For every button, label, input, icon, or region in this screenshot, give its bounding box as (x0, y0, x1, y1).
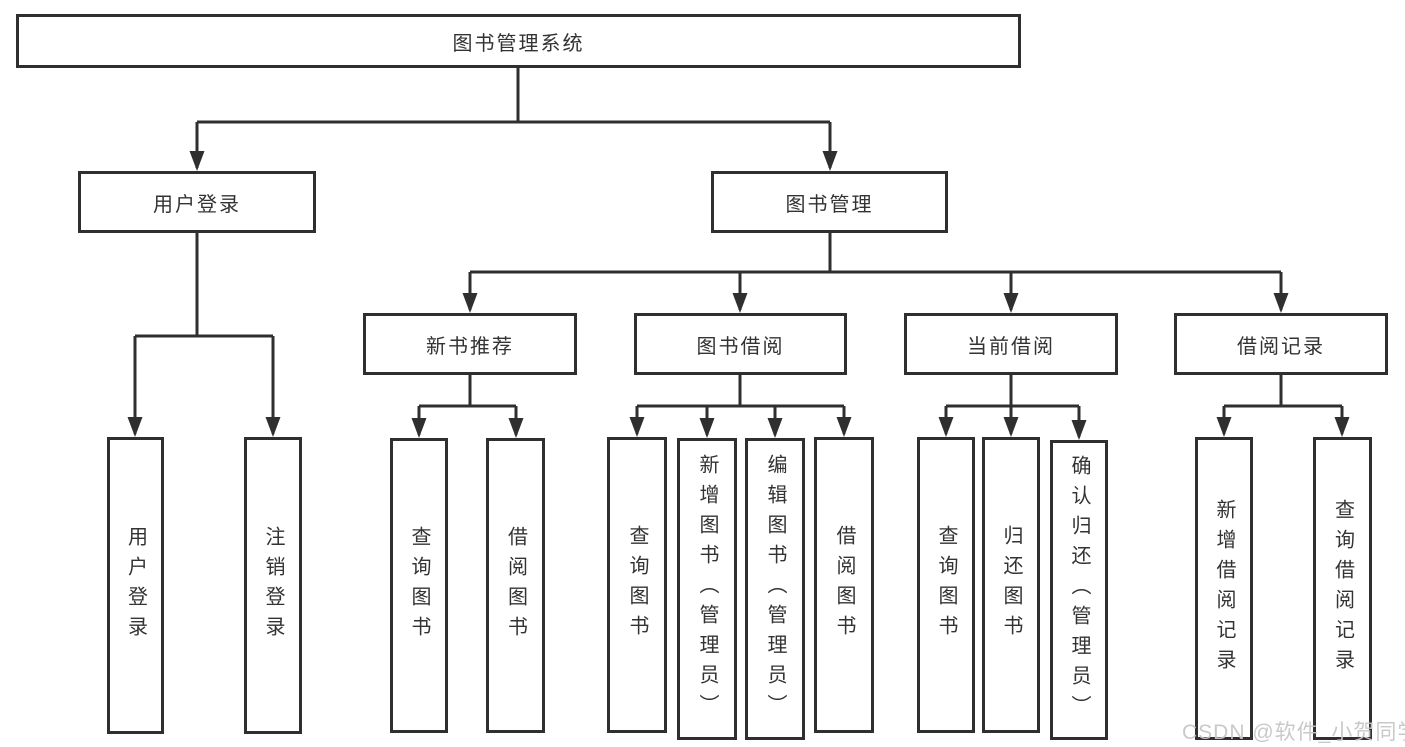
leaf-query-books-recommendation: 查询图书 (390, 438, 448, 733)
leaf-logout: 注销登录 (244, 437, 302, 734)
leaf-add-book-admin: 新增图书（管理员） (677, 438, 737, 740)
leaf-query-books-current: 查询图书 (917, 437, 975, 733)
leaf-add-borrow-record: 新增借阅记录 (1195, 437, 1253, 740)
leaf-query-borrow-record: 查询借阅记录 (1313, 437, 1372, 740)
node-user-login: 用户登录 (78, 171, 316, 233)
leaf-return-books: 归还图书 (982, 437, 1040, 733)
node-library-management-system: 图书管理系统 (16, 14, 1021, 68)
leaf-borrow-books-recommendation: 借阅图书 (486, 438, 545, 733)
node-book-borrowing: 图书借阅 (634, 313, 847, 375)
leaf-borrow-books-borrowing: 借阅图书 (814, 437, 874, 733)
leaf-user-login: 用户登录 (107, 437, 164, 734)
leaf-query-books-borrowing: 查询图书 (607, 437, 667, 733)
node-book-management: 图书管理 (711, 171, 948, 233)
node-current-borrowing: 当前借阅 (904, 313, 1118, 375)
leaf-edit-book-admin: 编辑图书（管理员） (745, 438, 805, 740)
node-new-book-recommendation: 新书推荐 (363, 313, 577, 375)
leaf-confirm-return-admin: 确认归还（管理员） (1050, 440, 1108, 740)
csdn-watermark: CSDN @软件_小贺同学 (1182, 721, 1405, 744)
node-borrowing-records: 借阅记录 (1174, 313, 1388, 375)
